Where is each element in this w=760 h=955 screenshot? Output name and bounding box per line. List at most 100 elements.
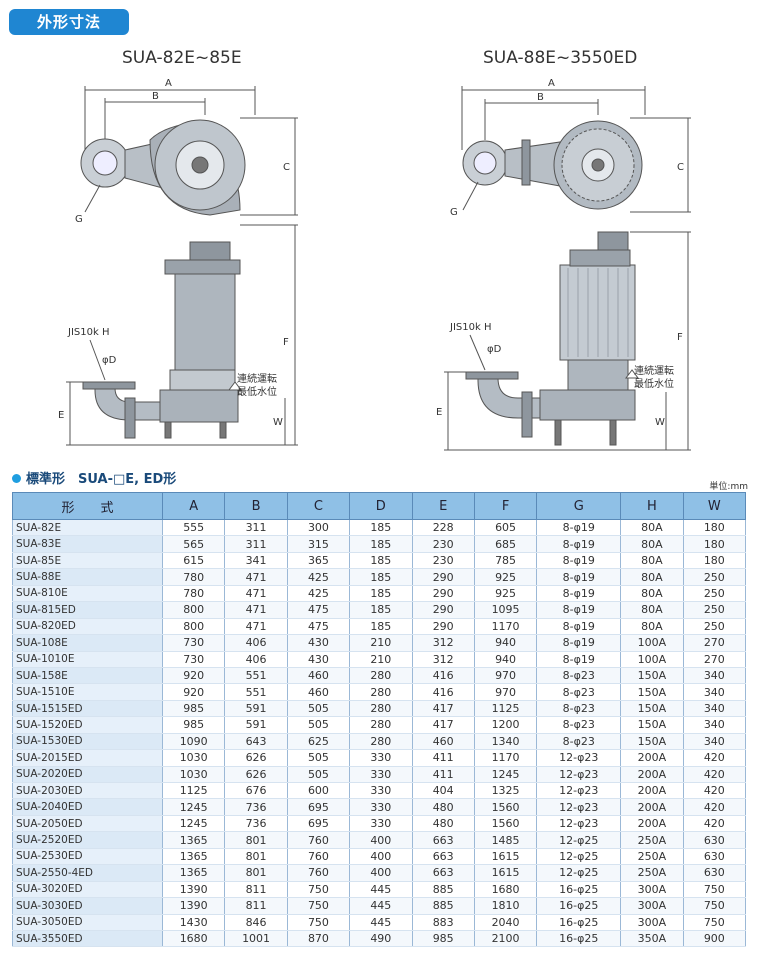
model-cell: SUA-1010E bbox=[12, 651, 163, 668]
section-title: 標準形 SUA-□E, ED形 bbox=[12, 468, 176, 487]
value-cell: 185 bbox=[349, 601, 413, 619]
column-header: W bbox=[682, 492, 747, 520]
value-cell: 471 bbox=[224, 568, 288, 586]
value-cell: 643 bbox=[224, 733, 288, 751]
value-cell: 870 bbox=[286, 930, 351, 948]
value-cell: 8-φ19 bbox=[536, 519, 622, 537]
value-cell: 185 bbox=[349, 585, 413, 603]
value-cell: 800 bbox=[161, 601, 226, 619]
value-cell: 985 bbox=[161, 700, 226, 718]
value-cell: 185 bbox=[349, 568, 413, 586]
value-cell: 801 bbox=[224, 848, 288, 866]
value-cell: 150A bbox=[620, 716, 684, 734]
value-cell: 551 bbox=[224, 667, 288, 685]
value-cell: 80A bbox=[620, 601, 684, 619]
value-cell: 250 bbox=[682, 618, 747, 636]
value-cell: 230 bbox=[411, 552, 475, 570]
value-cell: 480 bbox=[411, 798, 475, 816]
value-cell: 1125 bbox=[161, 782, 226, 800]
value-cell: 920 bbox=[161, 667, 226, 685]
value-cell: 330 bbox=[349, 782, 413, 800]
value-cell: 311 bbox=[224, 535, 288, 553]
value-cell: 250A bbox=[620, 848, 684, 866]
right-jis-label: JIS10k H bbox=[449, 322, 491, 333]
value-cell: 400 bbox=[349, 831, 413, 849]
value-cell: 8-φ19 bbox=[536, 535, 622, 553]
value-cell: 250 bbox=[682, 568, 747, 586]
left-jis-label: JIS10k H bbox=[67, 327, 109, 338]
value-cell: 16-φ25 bbox=[536, 897, 622, 915]
value-cell: 750 bbox=[682, 897, 747, 915]
value-cell: 425 bbox=[286, 568, 351, 586]
value-cell: 480 bbox=[411, 815, 475, 833]
value-cell: 750 bbox=[682, 881, 747, 899]
model-cell: SUA-3030ED bbox=[12, 897, 163, 915]
value-cell: 800 bbox=[161, 618, 226, 636]
value-cell: 200A bbox=[620, 798, 684, 816]
model-cell: SUA-815ED bbox=[12, 601, 163, 619]
value-cell: 80A bbox=[620, 568, 684, 586]
value-cell: 420 bbox=[682, 749, 747, 767]
value-cell: 180 bbox=[682, 519, 747, 537]
value-cell: 270 bbox=[682, 634, 747, 652]
value-cell: 900 bbox=[682, 930, 747, 948]
value-cell: 985 bbox=[161, 716, 226, 734]
value-cell: 406 bbox=[224, 634, 288, 652]
value-cell: 404 bbox=[411, 782, 475, 800]
value-cell: 16-φ25 bbox=[536, 914, 622, 931]
value-cell: 100A bbox=[620, 634, 684, 652]
value-cell: 417 bbox=[411, 700, 475, 718]
value-cell: 80A bbox=[620, 585, 684, 603]
value-cell: 591 bbox=[224, 716, 288, 734]
value-cell: 985 bbox=[411, 930, 475, 948]
value-cell: 270 bbox=[682, 651, 747, 668]
value-cell: 400 bbox=[349, 848, 413, 866]
value-cell: 460 bbox=[286, 667, 351, 685]
value-cell: 416 bbox=[411, 683, 475, 701]
left-dim-b: B bbox=[152, 91, 159, 102]
left-dim-f: F bbox=[283, 337, 289, 348]
value-cell: 290 bbox=[411, 601, 475, 619]
value-cell: 970 bbox=[473, 667, 538, 685]
value-cell: 630 bbox=[682, 831, 747, 849]
model-cell: SUA-3550ED bbox=[12, 930, 163, 948]
value-cell: 1560 bbox=[473, 815, 538, 833]
column-header: B bbox=[224, 492, 288, 520]
right-dim-e: E bbox=[436, 407, 442, 418]
value-cell: 1245 bbox=[161, 815, 226, 833]
value-cell: 920 bbox=[161, 683, 226, 701]
left-dim-e: E bbox=[58, 410, 64, 421]
value-cell: 330 bbox=[349, 815, 413, 833]
left-dim-a: A bbox=[165, 78, 172, 89]
model-cell: SUA-3050ED bbox=[12, 914, 163, 931]
value-cell: 341 bbox=[224, 552, 288, 570]
value-cell: 200A bbox=[620, 749, 684, 767]
value-cell: 185 bbox=[349, 535, 413, 553]
value-cell: 1390 bbox=[161, 897, 226, 915]
value-cell: 591 bbox=[224, 700, 288, 718]
value-cell: 150A bbox=[620, 683, 684, 701]
value-cell: 12-φ23 bbox=[536, 798, 622, 816]
value-cell: 80A bbox=[620, 618, 684, 636]
value-cell: 730 bbox=[161, 634, 226, 652]
value-cell: 280 bbox=[349, 667, 413, 685]
model-cell: SUA-1520ED bbox=[12, 716, 163, 734]
model-cell: SUA-3020ED bbox=[12, 881, 163, 899]
value-cell: 330 bbox=[349, 798, 413, 816]
value-cell: 801 bbox=[224, 864, 288, 882]
value-cell: 430 bbox=[286, 634, 351, 652]
value-cell: 280 bbox=[349, 716, 413, 734]
value-cell: 750 bbox=[682, 914, 747, 931]
model-cell: SUA-2020ED bbox=[12, 766, 163, 784]
